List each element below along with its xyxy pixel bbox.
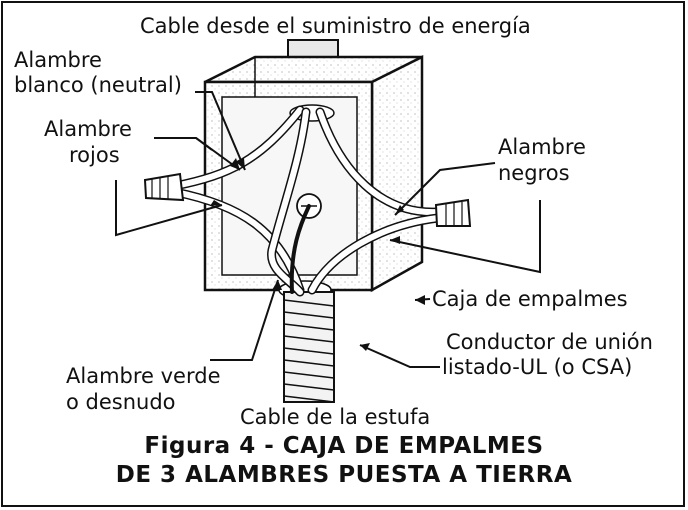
figure-caption-line2: DE 3 ALAMBRES PUESTA A TIERRA <box>115 462 573 488</box>
label-range-cable: Cable de la estufa <box>240 405 431 429</box>
label-ground-wire-line1: Alambre verde <box>66 364 221 388</box>
label-supply-cable: Cable desde el suministro de energía <box>140 14 531 38</box>
label-white-wire-line1: Alambre <box>14 48 102 72</box>
junction-box <box>203 54 424 300</box>
wire-nut-left <box>143 172 185 202</box>
wire-nut-right <box>434 198 472 227</box>
label-ground-wire-line2: o desnudo <box>66 390 176 414</box>
range-conduit <box>283 291 335 403</box>
leader-lines <box>115 91 541 368</box>
label-junction-box: Caja de empalmes <box>432 287 628 311</box>
wires <box>170 105 443 297</box>
arrowheads <box>210 158 425 351</box>
label-black-wires-line2: negros <box>498 161 570 185</box>
label-red-wires-line2: rojos <box>69 143 120 167</box>
label-red-wires-line1: Alambre <box>44 117 132 141</box>
label-bonding-line1: Conductor de unión <box>446 330 653 354</box>
label-bonding-line2: listado-UL (o CSA) <box>442 355 633 379</box>
label-white-wire-line2: blanco (neutral) <box>14 73 182 97</box>
label-black-wires-line1: Alambre <box>498 135 586 159</box>
figure-caption-line1: Figura 4 - CAJA DE EMPALMES <box>144 433 544 459</box>
